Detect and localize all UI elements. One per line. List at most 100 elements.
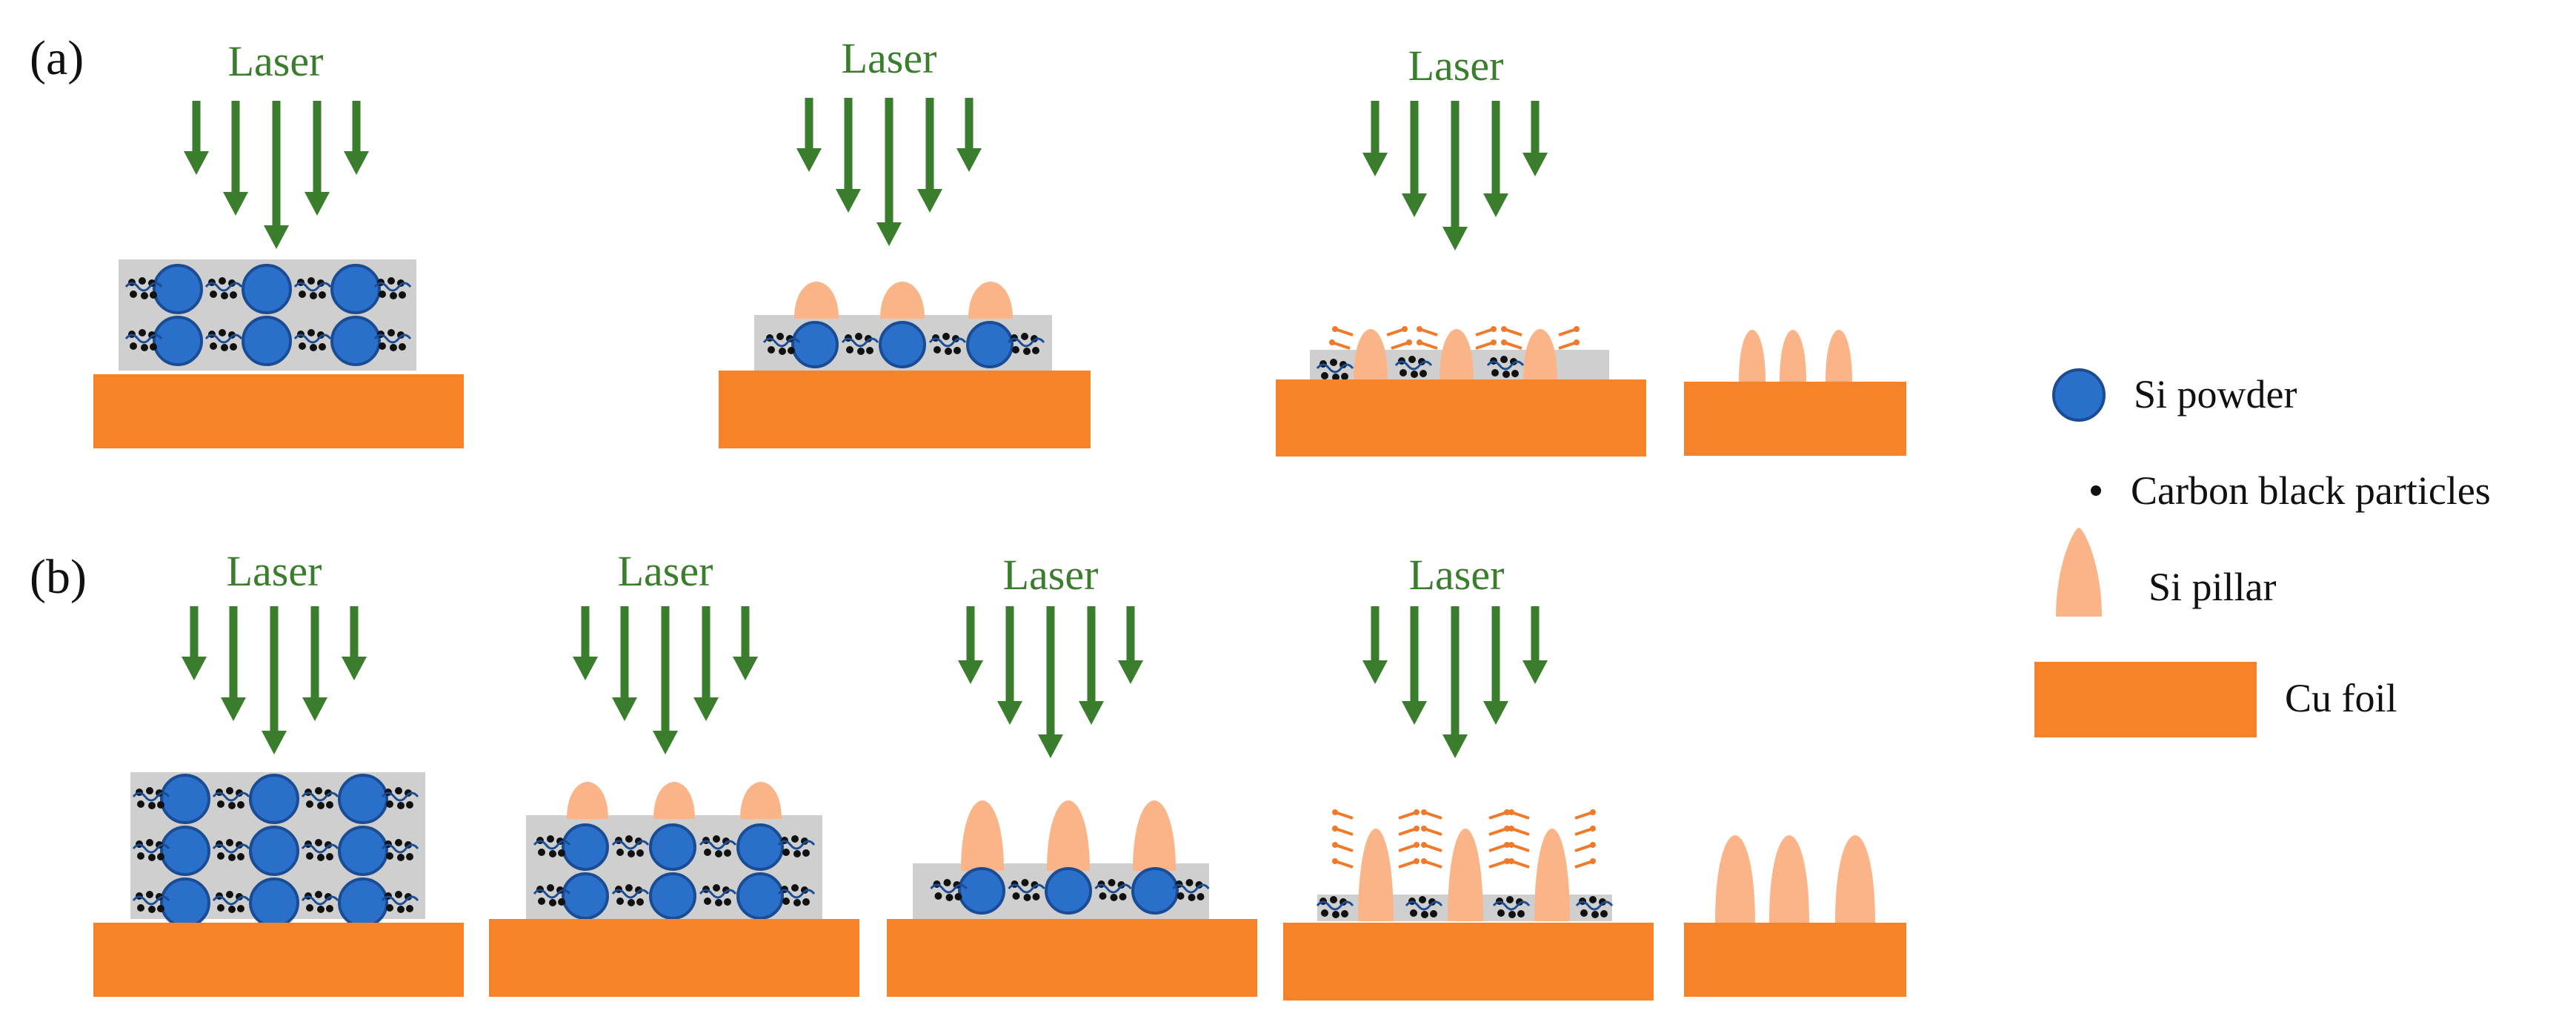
carbon-black-particle — [1032, 347, 1039, 354]
carbon-black-cluster — [841, 333, 879, 355]
carbon-black-cluster — [930, 879, 968, 901]
cu-foil — [719, 371, 1091, 448]
ejection-spark — [1558, 326, 1580, 336]
laser-arrow-head — [184, 151, 209, 175]
carbon-black-particle — [397, 802, 405, 809]
carbon-black-cluster — [381, 839, 419, 861]
cu-foil — [489, 919, 859, 997]
spark-dot — [1414, 809, 1420, 815]
carbon-black-particle — [1411, 371, 1418, 378]
spark-dot — [1402, 326, 1408, 332]
carbon-black-particle — [319, 291, 326, 299]
ejection-spark — [1508, 826, 1530, 836]
spark-line — [1423, 843, 1442, 852]
carbon-black-particle — [217, 800, 224, 808]
laser-arrow-head — [1402, 701, 1427, 725]
carbon-chain — [301, 895, 339, 906]
ejection-spark — [1398, 826, 1420, 836]
carbon-black-cluster — [293, 277, 332, 299]
laser-arrow — [184, 101, 209, 175]
si-powder-particle — [249, 774, 299, 824]
carbon-black-particle — [146, 839, 153, 846]
carbon-black-particle — [386, 800, 393, 808]
carbon-black-cluster — [1007, 333, 1045, 355]
carbon-black-particle — [1119, 893, 1127, 900]
carbon-black-particle — [933, 346, 941, 354]
carbon-black-particle — [326, 905, 333, 912]
carbon-black-particle — [1023, 348, 1031, 355]
carbon-black-particle — [237, 801, 244, 809]
carbon-black-particle — [1023, 894, 1031, 901]
ejection-spark — [1391, 339, 1412, 350]
si-pillar — [1440, 329, 1474, 379]
ejection-spark — [1574, 842, 1596, 852]
carbon-black-particle — [715, 899, 722, 906]
laser-arrow — [958, 606, 983, 684]
laser-arrow-head — [1442, 734, 1468, 758]
spark-line — [1511, 860, 1530, 869]
carbon-black-particle — [141, 344, 148, 351]
laser-arrow — [796, 98, 822, 172]
carbon-chain — [699, 840, 737, 850]
ejection-spark — [1332, 826, 1354, 836]
carbon-chain — [132, 792, 170, 802]
laser-arrow-head — [182, 657, 207, 680]
carbon-black-particle — [1410, 909, 1417, 917]
carbon-black-cluster — [1394, 356, 1433, 378]
spark-line — [1334, 843, 1354, 852]
carbon-black-cluster — [132, 839, 170, 861]
carbon-black-particle — [390, 344, 397, 351]
carbon-black-particle — [793, 850, 801, 857]
carbon-black-particle — [628, 899, 635, 906]
cu-foil — [1684, 923, 1906, 997]
carbon-black-particle — [802, 849, 810, 857]
carbon-black-particle — [636, 849, 644, 857]
si-pillar — [1780, 330, 1806, 382]
carbon-black-cluster — [212, 839, 250, 861]
spark-dot — [1590, 842, 1596, 848]
carbon-black-particle — [1589, 896, 1597, 903]
carbon-black-particle — [395, 787, 402, 794]
carbon-black-particle — [310, 344, 317, 351]
carbon-black-particle — [558, 898, 565, 906]
spark-line — [1574, 811, 1594, 820]
spark-dot — [1414, 826, 1420, 832]
carbon-black-particle — [1341, 910, 1348, 918]
carbon-chain — [533, 889, 571, 899]
si-powder-particle — [160, 877, 210, 928]
carbon-chain — [1316, 900, 1354, 911]
carbon-chain — [762, 337, 801, 348]
carbon-black-particle — [625, 884, 633, 892]
carbon-black-particle — [148, 802, 156, 809]
carbon-black-cluster — [373, 277, 412, 299]
carbon-black-cluster — [699, 884, 737, 906]
si-powder-particle — [160, 826, 210, 876]
legend-si-pillar: Si pillar — [2149, 565, 2277, 609]
spark-dot — [1508, 826, 1514, 832]
cu-foil — [887, 919, 1257, 997]
carbon-chain — [777, 889, 816, 899]
carbon-black-particle — [150, 343, 157, 351]
si-pillar — [653, 782, 695, 819]
carbon-black-cluster — [132, 891, 170, 913]
carbon-black-cluster — [777, 884, 816, 906]
carbon-black-cluster — [1172, 879, 1210, 901]
carbon-black-particle — [326, 853, 333, 860]
legend: Si powder Carbon black particles Si pill… — [2034, 368, 2491, 737]
spark-line — [1475, 341, 1494, 350]
laser-arrow-head — [653, 731, 678, 754]
carbon-black-particle — [226, 839, 233, 846]
si-pillar — [1523, 329, 1557, 379]
carbon-black-particle — [1506, 896, 1514, 903]
carbon-black-particle — [390, 292, 397, 299]
carbon-black-cluster — [293, 329, 332, 351]
laser-arrow-head — [221, 697, 246, 721]
laser-arrow — [1402, 101, 1427, 217]
si-powder-particle — [249, 877, 299, 928]
si-pillar — [1715, 835, 1755, 923]
laser-arrow — [304, 101, 330, 216]
ejection-spark — [1508, 858, 1530, 869]
carbon-chain — [132, 843, 170, 854]
si-pillar-swatch — [2056, 528, 2102, 617]
carbon-chain — [212, 792, 250, 802]
